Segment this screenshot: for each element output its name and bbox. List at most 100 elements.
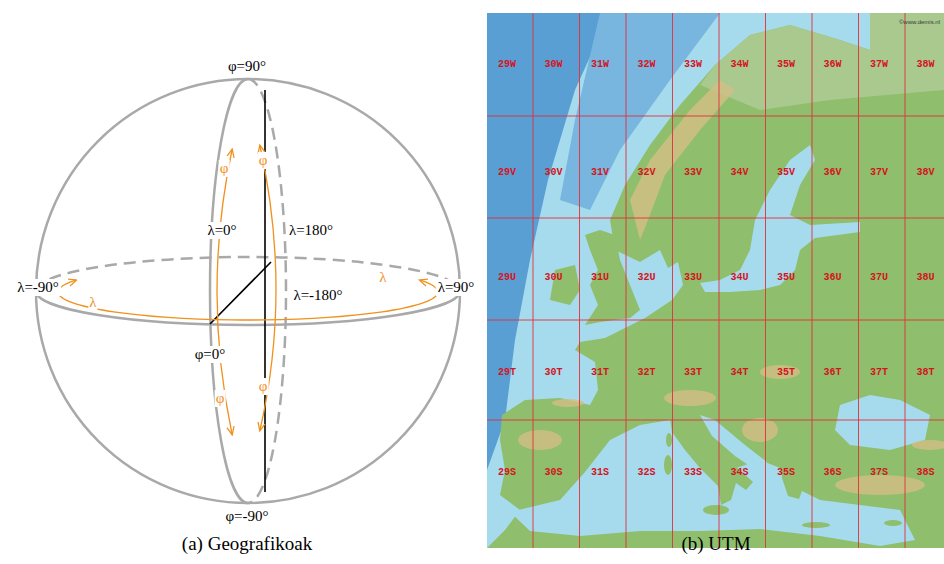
utm-zone-label: 32W (638, 59, 656, 70)
utm-zone-label: 33S (684, 467, 702, 478)
utm-zone-label: 35W (777, 59, 795, 70)
axis-label: φ=90° (226, 58, 268, 75)
utm-zone-label: 33W (684, 59, 702, 70)
utm-zone-label: 29W (498, 59, 516, 70)
sea (487, 13, 944, 548)
zone-line (858, 13, 859, 548)
utm-zone-label: 34T (731, 367, 749, 378)
sardinia (664, 455, 672, 475)
axis-label: φ=-90° (223, 508, 270, 525)
meridian-back (248, 79, 286, 503)
angle-symbol: φ (219, 160, 230, 177)
band-line (487, 116, 944, 117)
utm-zone-label: 29V (498, 167, 516, 178)
utm-zone-label: 31V (591, 167, 609, 178)
longitude-arrow (58, 280, 438, 320)
radial-line (210, 262, 271, 324)
utm-zone-label: 32V (638, 167, 656, 178)
crete (802, 522, 830, 528)
subfigure-caption: (a) Geografikoak (182, 534, 312, 555)
utm-zone-label: 32T (638, 367, 656, 378)
utm-zone-label: 36T (824, 367, 842, 378)
zone-line (579, 13, 580, 548)
utm-zone-label: 32U (638, 272, 656, 283)
utm-zone-label: 37W (870, 59, 888, 70)
utm-zone-label: 30T (545, 367, 563, 378)
axis-label: λ=-90° (15, 279, 61, 296)
axis-label: φ=0° (193, 346, 228, 363)
cyprus (884, 520, 902, 526)
utm-grid (487, 13, 944, 548)
utm-zone-label: 38V (917, 167, 935, 178)
utm-zone-label: 33T (684, 367, 702, 378)
zone-line (719, 13, 720, 548)
sphere-outline (36, 79, 460, 503)
axis-label: λ=90° (436, 279, 477, 296)
band-line (487, 320, 944, 321)
utm-zone-label: 37T (870, 367, 888, 378)
utm-zone-label: 34U (731, 272, 749, 283)
utm-zone-label: 34W (731, 59, 749, 70)
utm-zone-label: 32S (638, 467, 656, 478)
zone-line (626, 13, 627, 548)
utm-zone-label: 35V (777, 167, 795, 178)
utm-zone-label: 35S (777, 467, 795, 478)
utm-zone-label: 37U (870, 272, 888, 283)
utm-zone-label: 31S (591, 467, 609, 478)
zone-line (812, 13, 813, 548)
baltic-sea (700, 145, 860, 292)
utm-zone-label: 29U (498, 272, 516, 283)
utm-zone-label: 37V (870, 167, 888, 178)
zone-line (765, 13, 766, 548)
utm-zone-label: 36V (824, 167, 842, 178)
black-sea (835, 395, 930, 450)
utm-zone-label: 36W (824, 59, 842, 70)
utm-zone-label: 29S (498, 467, 516, 478)
utm-zone-label: 30W (545, 59, 563, 70)
utm-zone-label: 38W (917, 59, 935, 70)
angle-symbol: φ (215, 390, 226, 407)
utm-zone-label: 30V (545, 167, 563, 178)
utm-zone-label: 38U (917, 272, 935, 283)
angle-symbol: λ (378, 269, 387, 286)
axis-label: λ=180° (287, 222, 335, 239)
utm-zone-label: 34S (731, 467, 749, 478)
utm-zone-label: 33U (684, 272, 702, 283)
axis-label: λ=-180° (291, 287, 344, 304)
angle-symbol: φ (258, 378, 269, 395)
utm-zone-label: 33V (684, 167, 702, 178)
utm-zone-label: 31T (591, 367, 609, 378)
watermark: ©www.demis.nl (899, 19, 940, 26)
utm-zone-label: 36S (824, 467, 842, 478)
tundra (700, 13, 944, 110)
zone-line (533, 13, 534, 548)
utm-zone-label: 30U (545, 272, 563, 283)
great-britain (585, 230, 640, 325)
utm-zone-label: 30S (545, 467, 563, 478)
subfigure-caption: (b) UTM (681, 534, 750, 555)
corsica (666, 433, 672, 447)
sicily (703, 505, 729, 515)
utm-zone-label: 36U (824, 272, 842, 283)
axis-label: λ=0° (205, 222, 238, 239)
zone-line (905, 13, 906, 548)
angle-symbol: λ (88, 294, 97, 311)
mountains (518, 80, 944, 495)
band-line (487, 420, 944, 421)
zone-line (672, 13, 673, 548)
utm-zone-label: 31U (591, 272, 609, 283)
utm-zone-label: 35U (777, 272, 795, 283)
italy (670, 418, 753, 505)
utm-zone-label: 34V (731, 167, 749, 178)
utm-zone-label: 37S (870, 467, 888, 478)
utm-zone-label: 35T (777, 367, 795, 378)
utm-map (487, 13, 944, 548)
utm-zone-label: 38S (917, 467, 935, 478)
ireland (550, 265, 580, 305)
land (487, 13, 944, 548)
band-line (487, 218, 944, 219)
utm-zone-label: 29T (498, 367, 516, 378)
utm-zone-label: 31W (591, 59, 609, 70)
angle-symbol: φ (258, 152, 269, 169)
polar-axis (264, 90, 266, 492)
